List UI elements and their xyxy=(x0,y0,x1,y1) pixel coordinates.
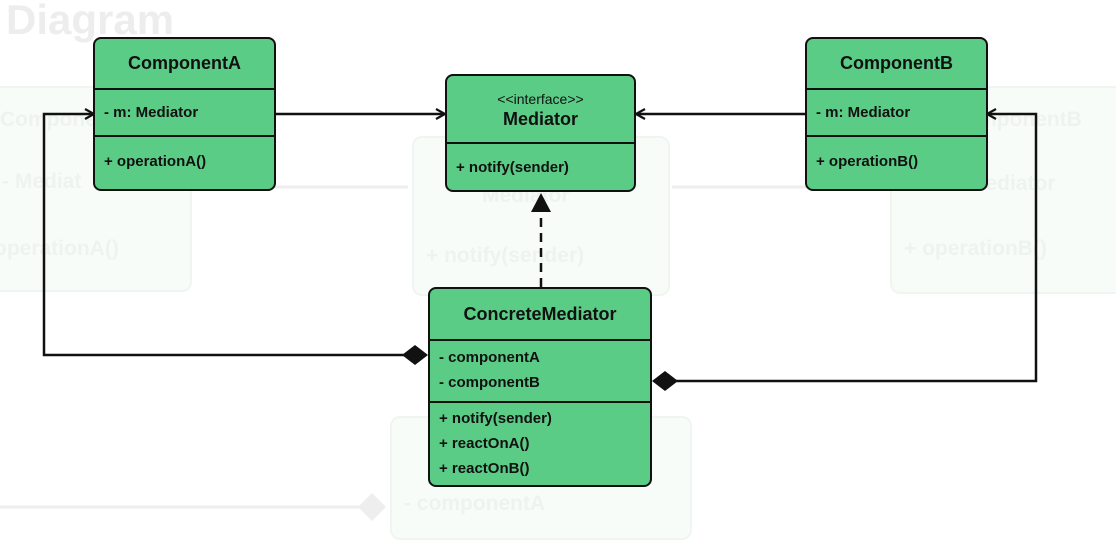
composition-b-line xyxy=(676,114,1038,383)
class-concrete-mediator[interactable]: ConcreteMediator - componentA - componen… xyxy=(428,287,652,487)
realization-arrowhead xyxy=(531,193,551,212)
class-concrete-mediator-header: ConcreteMediator xyxy=(430,289,650,339)
ghost-component-a-op: operationA() xyxy=(0,237,119,260)
operation-row: + notify(sender) xyxy=(456,159,569,176)
diagram-title: Diagram xyxy=(6,0,175,43)
operation-row: + notify(sender) xyxy=(439,410,552,427)
interface-mediator-name: Mediator xyxy=(502,108,578,129)
class-component-b-header: ComponentB xyxy=(807,39,986,88)
interface-stereotype: <<interface>> xyxy=(497,90,584,107)
class-component-b-name: ComponentB xyxy=(840,53,953,73)
composition-a-diamond xyxy=(402,345,428,365)
ghost-component-b-op: + operationB() xyxy=(904,237,1047,260)
class-component-b[interactable]: ComponentB - m: Mediator + operationB() xyxy=(805,37,988,191)
class-component-a-attributes: - m: Mediator xyxy=(95,88,274,135)
operation-row: + operationB() xyxy=(816,153,919,170)
ghost-component-a-attr: - Mediat xyxy=(2,170,82,193)
class-component-a-name: ComponentA xyxy=(128,53,241,73)
attribute-row: - m: Mediator xyxy=(816,104,911,121)
composition-b-diamond xyxy=(652,371,678,391)
interface-mediator-header: <<interface>> Mediator xyxy=(447,76,634,142)
class-component-a-operations: + operationA() xyxy=(95,135,274,189)
interface-mediator[interactable]: <<interface>> Mediator + notify(sender) xyxy=(445,74,636,192)
attribute-row: - componentB xyxy=(439,374,540,391)
attribute-row: - m: Mediator xyxy=(104,104,199,121)
class-concrete-mediator-operations: + notify(sender) + reactOnA() + reactOnB… xyxy=(430,401,650,485)
ghost-mediator-op: + notify(sender) xyxy=(426,244,585,267)
class-component-a-header: ComponentA xyxy=(95,39,274,88)
relationship-lines xyxy=(42,0,1038,391)
ghost-concrete-attr: - componentA xyxy=(404,492,546,515)
class-component-b-operations: + operationB() xyxy=(807,135,986,189)
class-component-b-attributes: - m: Mediator xyxy=(807,88,986,135)
interface-mediator-operations: + notify(sender) xyxy=(447,142,634,190)
operation-row: + reactOnB() xyxy=(439,460,530,477)
attribute-row: - componentA xyxy=(439,349,540,366)
operation-row: + operationA() xyxy=(104,153,207,170)
composition-a-line xyxy=(42,114,404,357)
ghost-component-b-attr: Mediator xyxy=(968,172,1056,195)
class-concrete-mediator-attributes: - componentA - componentB xyxy=(430,339,650,401)
class-component-a[interactable]: ComponentA - m: Mediator + operationA() xyxy=(93,37,276,191)
operation-row: + reactOnA() xyxy=(439,435,530,452)
class-concrete-mediator-name: ConcreteMediator xyxy=(463,303,617,324)
